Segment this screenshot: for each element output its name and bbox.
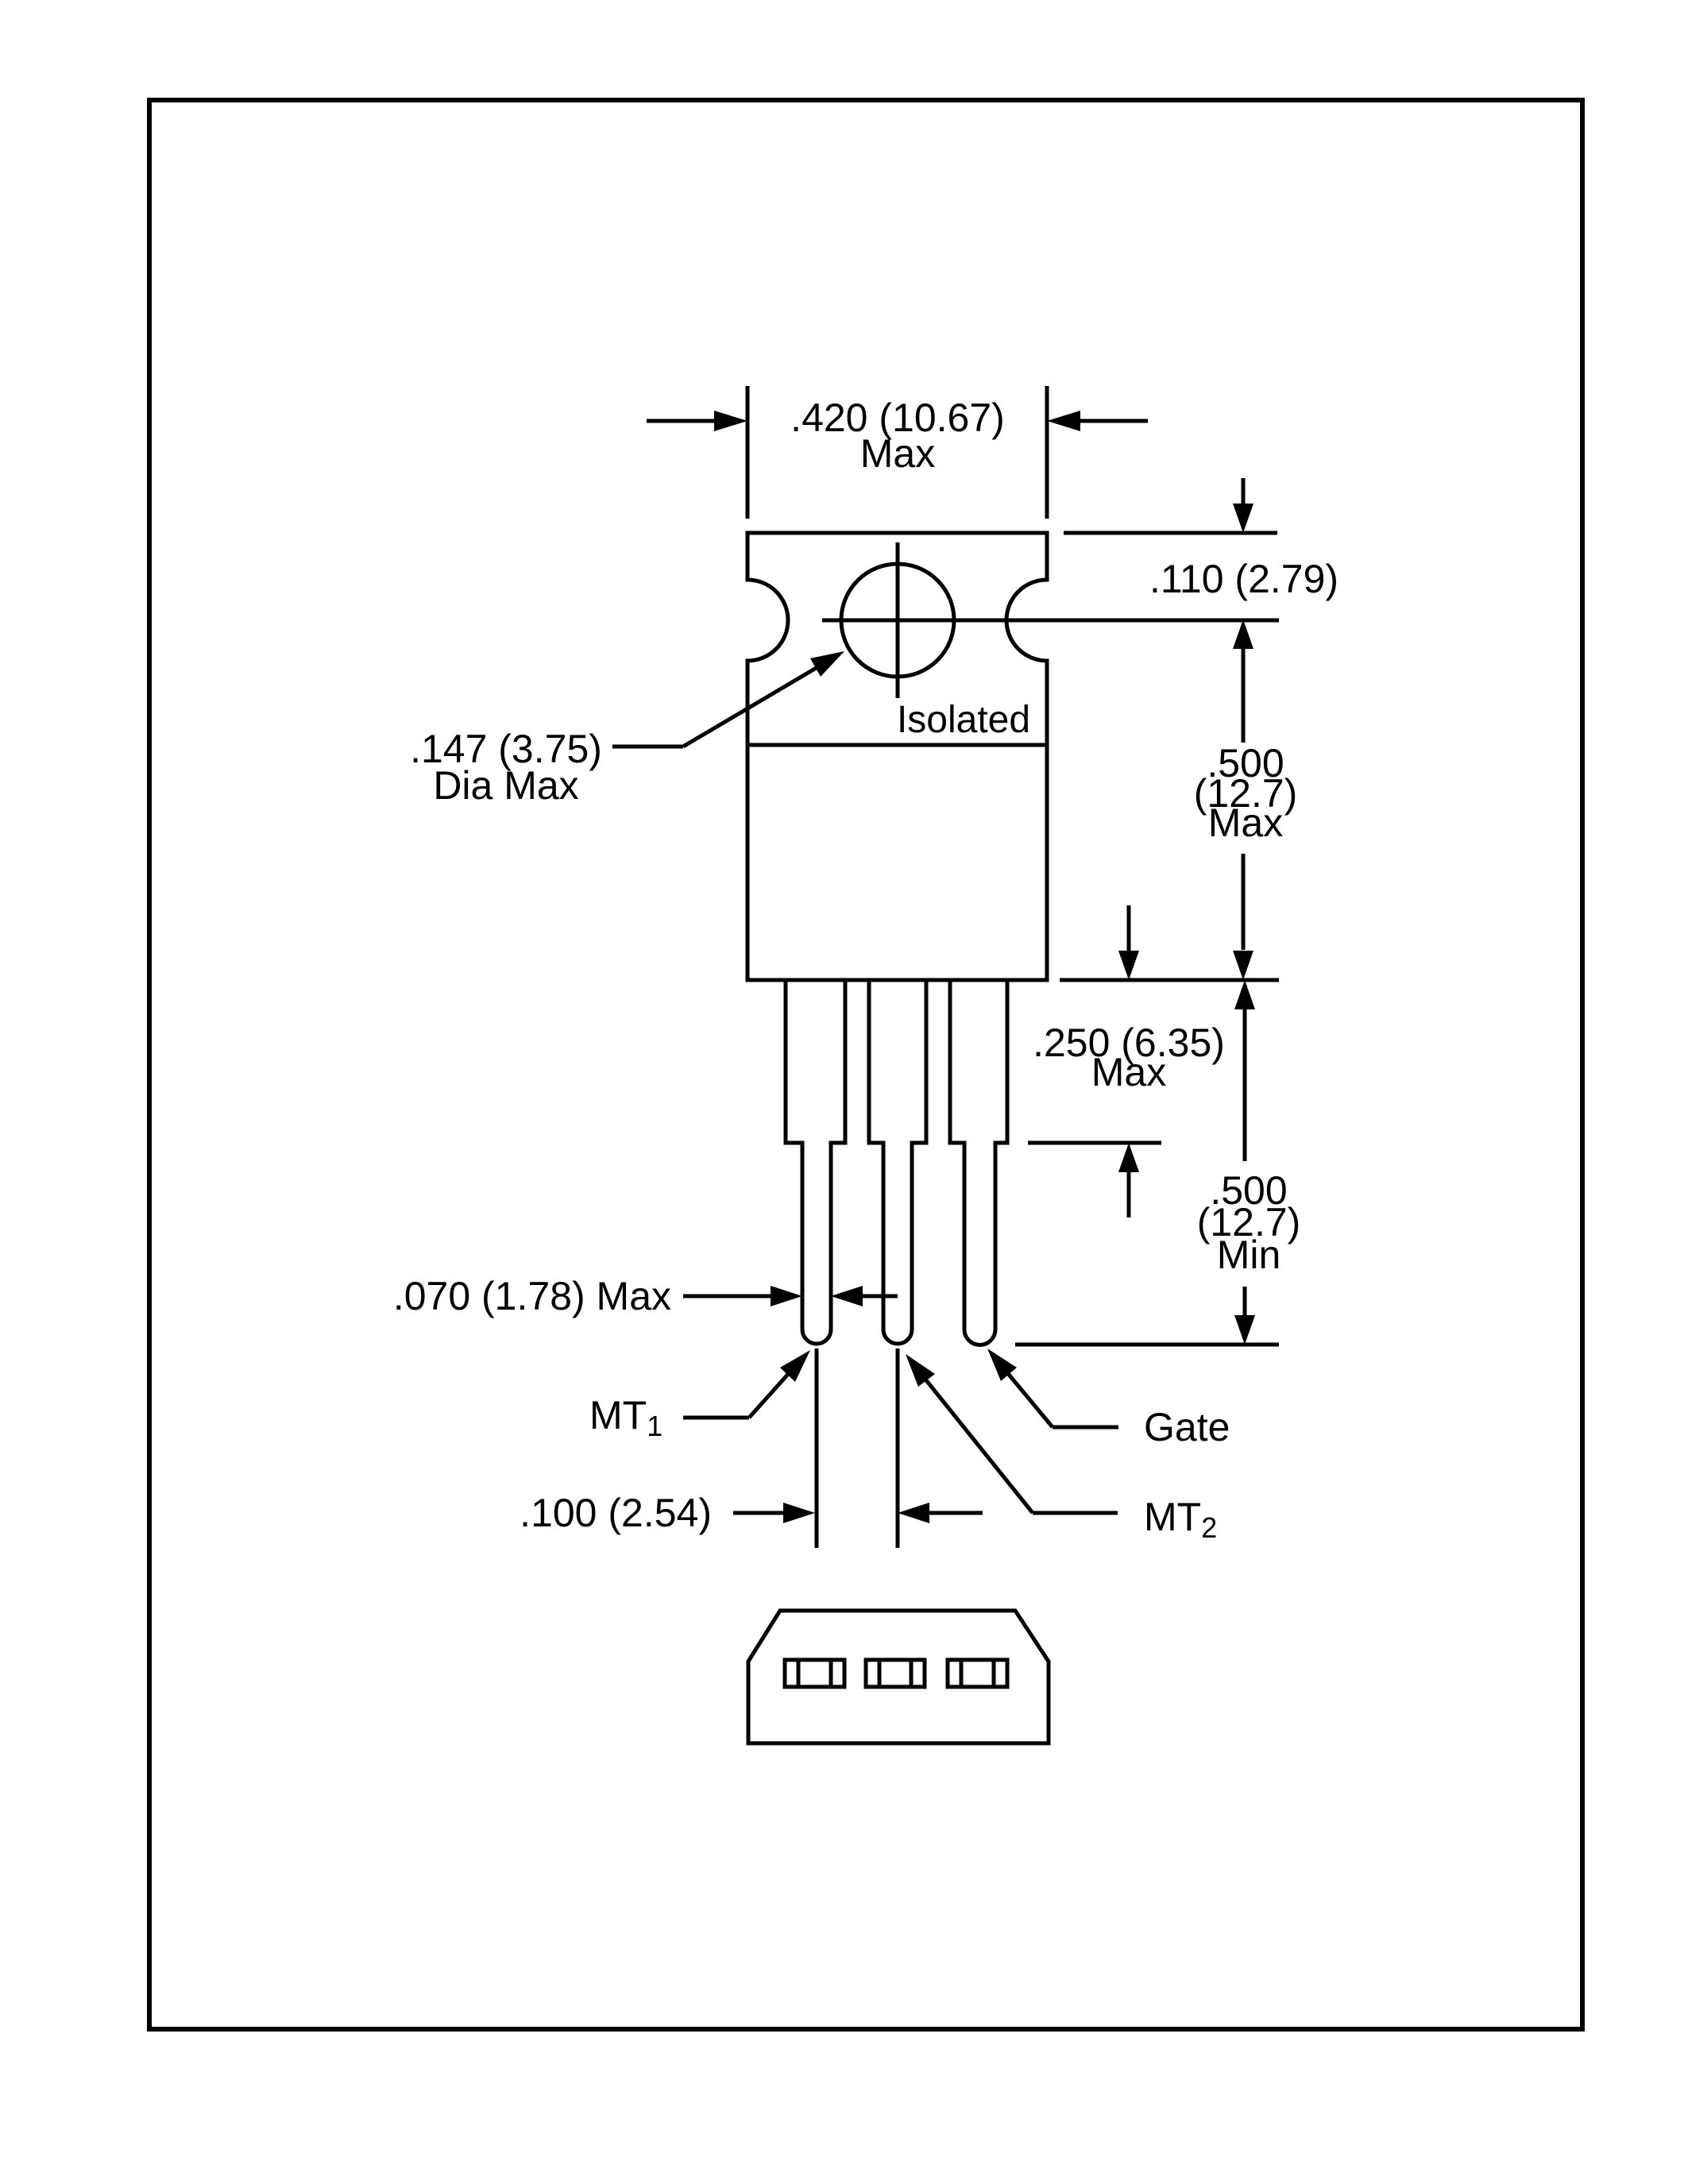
bottom-pad-2: [863, 1657, 927, 1689]
arrowhead-left-icon: [898, 1503, 929, 1523]
arrowhead-icon: [906, 1354, 935, 1387]
package-bottom-view: [746, 1608, 1051, 1746]
dim-tab-width: .420 (10.67) Max: [647, 386, 1148, 519]
dim-text: .250 (6.35): [1033, 1021, 1225, 1065]
lead-1: [783, 982, 848, 1346]
dim-body-height: .500 (12.7) Max: [1060, 741, 1298, 982]
arrowhead-down-icon: [1233, 504, 1253, 533]
dim-qualifier: Max: [1091, 1050, 1166, 1094]
isolated-label: Isolated: [897, 699, 1030, 741]
dim-lead-width: .070 (1.78) Max: [393, 1274, 898, 1318]
dim-qualifier: Dia Max: [433, 763, 578, 808]
mt1-label: MT1: [589, 1393, 662, 1442]
leader-line: [921, 1375, 1034, 1515]
page-border: [147, 98, 1585, 2032]
dim-text: (12.7): [1197, 1200, 1301, 1244]
arrowhead-left-icon: [831, 1286, 863, 1306]
arrowhead-up-icon: [1233, 619, 1253, 649]
dim-text: .147 (3.75): [410, 727, 602, 771]
package-body-outline: [745, 531, 1049, 982]
arrowhead-icon: [987, 1349, 1017, 1381]
arrowhead-down-icon: [1234, 1315, 1255, 1345]
dim-text: (12.7): [1194, 771, 1298, 816]
package-front-view: Isolated: [745, 531, 1279, 1347]
bottom-view-outline: [746, 1608, 1051, 1746]
dim-text: .110 (2.79): [1149, 557, 1338, 601]
dim-qualifier: Max: [1208, 801, 1283, 845]
arrowhead-right-icon: [771, 1286, 802, 1306]
dim-qualifier: Max: [860, 431, 935, 476]
arrowhead-up-icon: [1118, 1143, 1139, 1172]
arrowhead-right-icon: [783, 1503, 815, 1523]
arrowhead-icon: [780, 1350, 810, 1382]
arrowhead-left-icon: [1047, 411, 1080, 431]
dim-lead-pitch: .100 (2.54): [520, 1349, 983, 1548]
label-gate: Gate: [987, 1349, 1230, 1449]
arrowhead-down-icon: [1118, 951, 1139, 980]
arrowhead-right-icon: [714, 411, 747, 431]
dim-lead-length: .500 (12.7) Min: [1015, 980, 1301, 1347]
dim-hole-offset: .110 (2.79): [1064, 478, 1338, 743]
lead-2: [867, 982, 929, 1346]
mt2-label: MT2: [1144, 1495, 1217, 1544]
dim-hole-diameter: .147 (3.75) Dia Max: [410, 651, 844, 808]
lead-3: [948, 982, 1010, 1347]
bottom-pad-1: [782, 1657, 847, 1689]
dim-lead-shoulder: .250 (6.35) Max: [1028, 905, 1225, 1217]
leader-line: [1004, 1369, 1054, 1429]
bottom-pad-3: [945, 1657, 1010, 1689]
dim-text: .100 (2.54): [520, 1491, 712, 1535]
arrowhead-icon: [810, 651, 844, 677]
dim-qualifier: Min: [1217, 1233, 1281, 1277]
label-mt1: MT1: [589, 1350, 810, 1442]
dim-text: .500: [1207, 741, 1284, 785]
arrowhead-down-icon: [1233, 951, 1253, 980]
gate-label: Gate: [1144, 1405, 1230, 1449]
dim-text: .070 (1.78) Max: [393, 1274, 671, 1318]
label-mt2: MT2: [906, 1354, 1217, 1544]
leader-line: [682, 664, 821, 749]
arrowhead-up-icon: [1234, 980, 1255, 1009]
dim-text: .420 (10.67): [790, 396, 1005, 440]
dim-text: .500: [1210, 1168, 1287, 1213]
leader-line: [747, 1370, 792, 1419]
